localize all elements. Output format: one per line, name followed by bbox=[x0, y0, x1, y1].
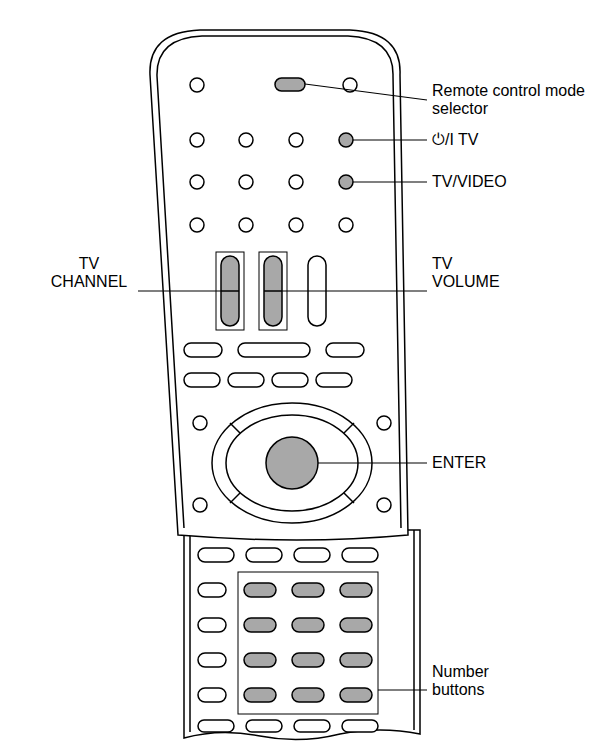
slide-panel bbox=[184, 530, 420, 740]
number-button bbox=[292, 688, 324, 702]
slide-panel-inner bbox=[189, 530, 191, 732]
channel-rocker bbox=[221, 256, 239, 326]
remote-body-inner bbox=[157, 36, 401, 528]
number-button bbox=[244, 618, 276, 632]
callout-label: ⏻/I TV bbox=[432, 131, 592, 149]
callout-label: Remote control mode selector bbox=[432, 82, 592, 118]
slide-panel-inner bbox=[413, 530, 415, 730]
callout-label: TV/VIDEO bbox=[432, 173, 592, 191]
callout-label: TV CHANNEL bbox=[44, 255, 134, 291]
number-button bbox=[292, 583, 324, 597]
number-button bbox=[340, 583, 372, 597]
number-button bbox=[340, 688, 372, 702]
number-button bbox=[292, 618, 324, 632]
callout-label: TV VOLUME bbox=[432, 255, 512, 291]
callout-label: Number buttons bbox=[432, 663, 512, 699]
number-buttons bbox=[244, 583, 372, 702]
volume-rocker bbox=[264, 256, 282, 326]
enter-button bbox=[266, 437, 318, 489]
number-button bbox=[340, 653, 372, 667]
number-button bbox=[340, 618, 372, 632]
mode-selector-button bbox=[275, 78, 305, 91]
number-button bbox=[244, 583, 276, 597]
number-button bbox=[244, 688, 276, 702]
number-button bbox=[244, 653, 276, 667]
number-button bbox=[292, 653, 324, 667]
power-button bbox=[339, 133, 353, 147]
tv-video-button bbox=[339, 175, 353, 189]
callout-label: ENTER bbox=[432, 454, 592, 472]
